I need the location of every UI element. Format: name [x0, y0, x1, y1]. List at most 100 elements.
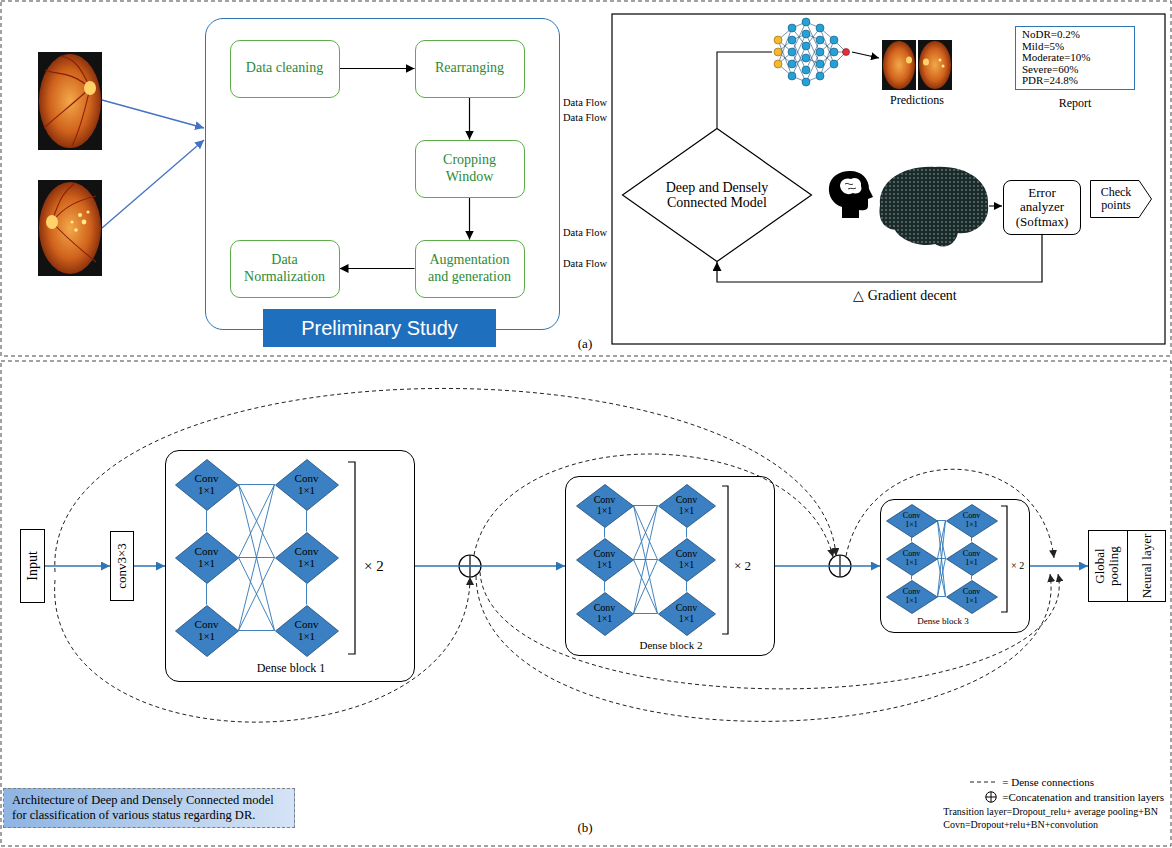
- connector: [634, 506, 658, 560]
- fundus-image: [38, 52, 102, 150]
- dense-connection: [476, 574, 1051, 721]
- network-icon: [816, 24, 824, 32]
- connector: [938, 596, 946, 597]
- report-line: Moderate=10%: [1022, 52, 1091, 64]
- dense-connection: [55, 388, 836, 572]
- connector: [239, 485, 275, 631]
- conv-diamond: Conv 1×1: [275, 459, 339, 511]
- connector: [634, 506, 658, 560]
- process-box: Data Normalization: [230, 240, 340, 298]
- prediction-arrow: [852, 52, 879, 58]
- diamond-outline: [175, 459, 238, 510]
- connector: [971, 576, 972, 580]
- network-icon: [802, 18, 810, 26]
- diamond-outline: [658, 592, 715, 635]
- fundus-image: [82, 220, 87, 225]
- network-icon: [843, 49, 850, 56]
- diamond-label: Conv 1×1: [676, 549, 698, 571]
- network-icon: [830, 60, 838, 68]
- stage-title: Preliminary Study: [301, 317, 458, 340]
- diamond-label: Conv 1×1: [963, 512, 980, 529]
- connector: [971, 538, 972, 542]
- block-text-holder: Dense block 3: [917, 617, 969, 627]
- analyzer-label: Error analyzer (Softmax): [1007, 186, 1077, 229]
- network-icon: [788, 36, 796, 44]
- network-icon: [802, 30, 810, 38]
- process-box: Augmentation and generation: [415, 240, 525, 298]
- brain-arrow: [989, 205, 1002, 206]
- conv-diamond: Conv 1×1: [658, 538, 716, 582]
- diamond-label: Deep and Densely Connected Model: [661, 180, 773, 210]
- network-icon: [816, 48, 824, 56]
- fundus-image: [74, 228, 78, 232]
- dense-connection: [474, 454, 833, 557]
- connector: [306, 511, 307, 532]
- connector: [938, 521, 946, 597]
- conv-diamond: Conv 1×1: [576, 538, 634, 582]
- note-line: Covn=Dropout+relu+BN+convolution: [943, 819, 1164, 830]
- network-icon: [788, 24, 796, 32]
- repeat-count: × 2: [1011, 560, 1024, 571]
- model-lead-line: [717, 52, 772, 128]
- network-icon: [802, 42, 810, 50]
- fundus-image: [44, 56, 90, 146]
- repeat-bracket: [722, 486, 728, 634]
- network-icon: [816, 72, 824, 80]
- connector: [775, 565, 880, 567]
- diamond-label: Conv 1×1: [903, 512, 920, 529]
- conv-diamond: Conv 1×1: [886, 504, 938, 538]
- connector: [911, 576, 912, 580]
- conv-diamond: Conv 1×1: [946, 504, 998, 538]
- conv-diamond: Conv 1×1: [175, 605, 239, 657]
- conv-diamond: Conv 1×1: [175, 532, 239, 584]
- concat-sample: [986, 791, 996, 801]
- rotated-label: Input: [25, 551, 41, 581]
- report-line: Mild=5%: [1022, 41, 1064, 53]
- connector: [634, 506, 658, 614]
- fundus-image: [86, 210, 89, 213]
- repeat-bracket: [1001, 506, 1007, 612]
- network-icon: [830, 48, 838, 56]
- panel-frame: [1, 361, 1171, 846]
- legend-row: = Dense connections: [969, 774, 1164, 789]
- diamond-label: Conv 1×1: [594, 495, 616, 517]
- process-box: Cropping Window: [415, 140, 525, 198]
- output-cell: Global pooling: [1088, 530, 1128, 602]
- diamond-outline: [946, 504, 997, 537]
- free-label: (a): [578, 336, 592, 352]
- conv-diamond: Conv 1×1: [886, 542, 938, 576]
- connector: [469, 98, 470, 140]
- network-icon: [816, 60, 824, 68]
- conv-diamond: Conv 1×1: [658, 592, 716, 636]
- analyzer-box: Error analyzer (Softmax): [1003, 180, 1081, 235]
- connector: [239, 484, 275, 485]
- block-text-holder: Dense block 2: [640, 639, 703, 651]
- network-icon: [788, 72, 796, 80]
- dense-connection: [480, 572, 1059, 689]
- prediction-image: [939, 59, 942, 62]
- stage-panel: Preliminary StudyData cleaningRearrangin…: [205, 18, 560, 330]
- dense-connection: [846, 469, 1054, 558]
- prediction-image: [923, 59, 929, 66]
- connector: [938, 520, 946, 521]
- conv-diamond: Conv 1×1: [275, 532, 339, 584]
- head-icon: [829, 171, 873, 218]
- input-box: Input: [20, 529, 45, 603]
- connector: [45, 565, 110, 567]
- step-label: Rearranging: [435, 60, 504, 76]
- diamond-label: Conv 1×1: [903, 588, 920, 605]
- input-arrow: [102, 100, 204, 128]
- connector: [938, 521, 946, 559]
- fundus-image: [52, 184, 96, 262]
- block-name: Dense block 1: [257, 662, 326, 675]
- output-rotator: Global poolingNeural layer: [1088, 530, 1166, 602]
- prediction-image: [906, 57, 912, 64]
- diamond-label: Conv 1×1: [676, 603, 698, 625]
- checkpoint-label: Check points: [1101, 186, 1132, 211]
- repeat-count: × 2: [364, 558, 384, 575]
- process-box: Rearranging: [415, 40, 525, 98]
- fundus-image: [39, 182, 101, 274]
- dashed-sample: [970, 781, 998, 782]
